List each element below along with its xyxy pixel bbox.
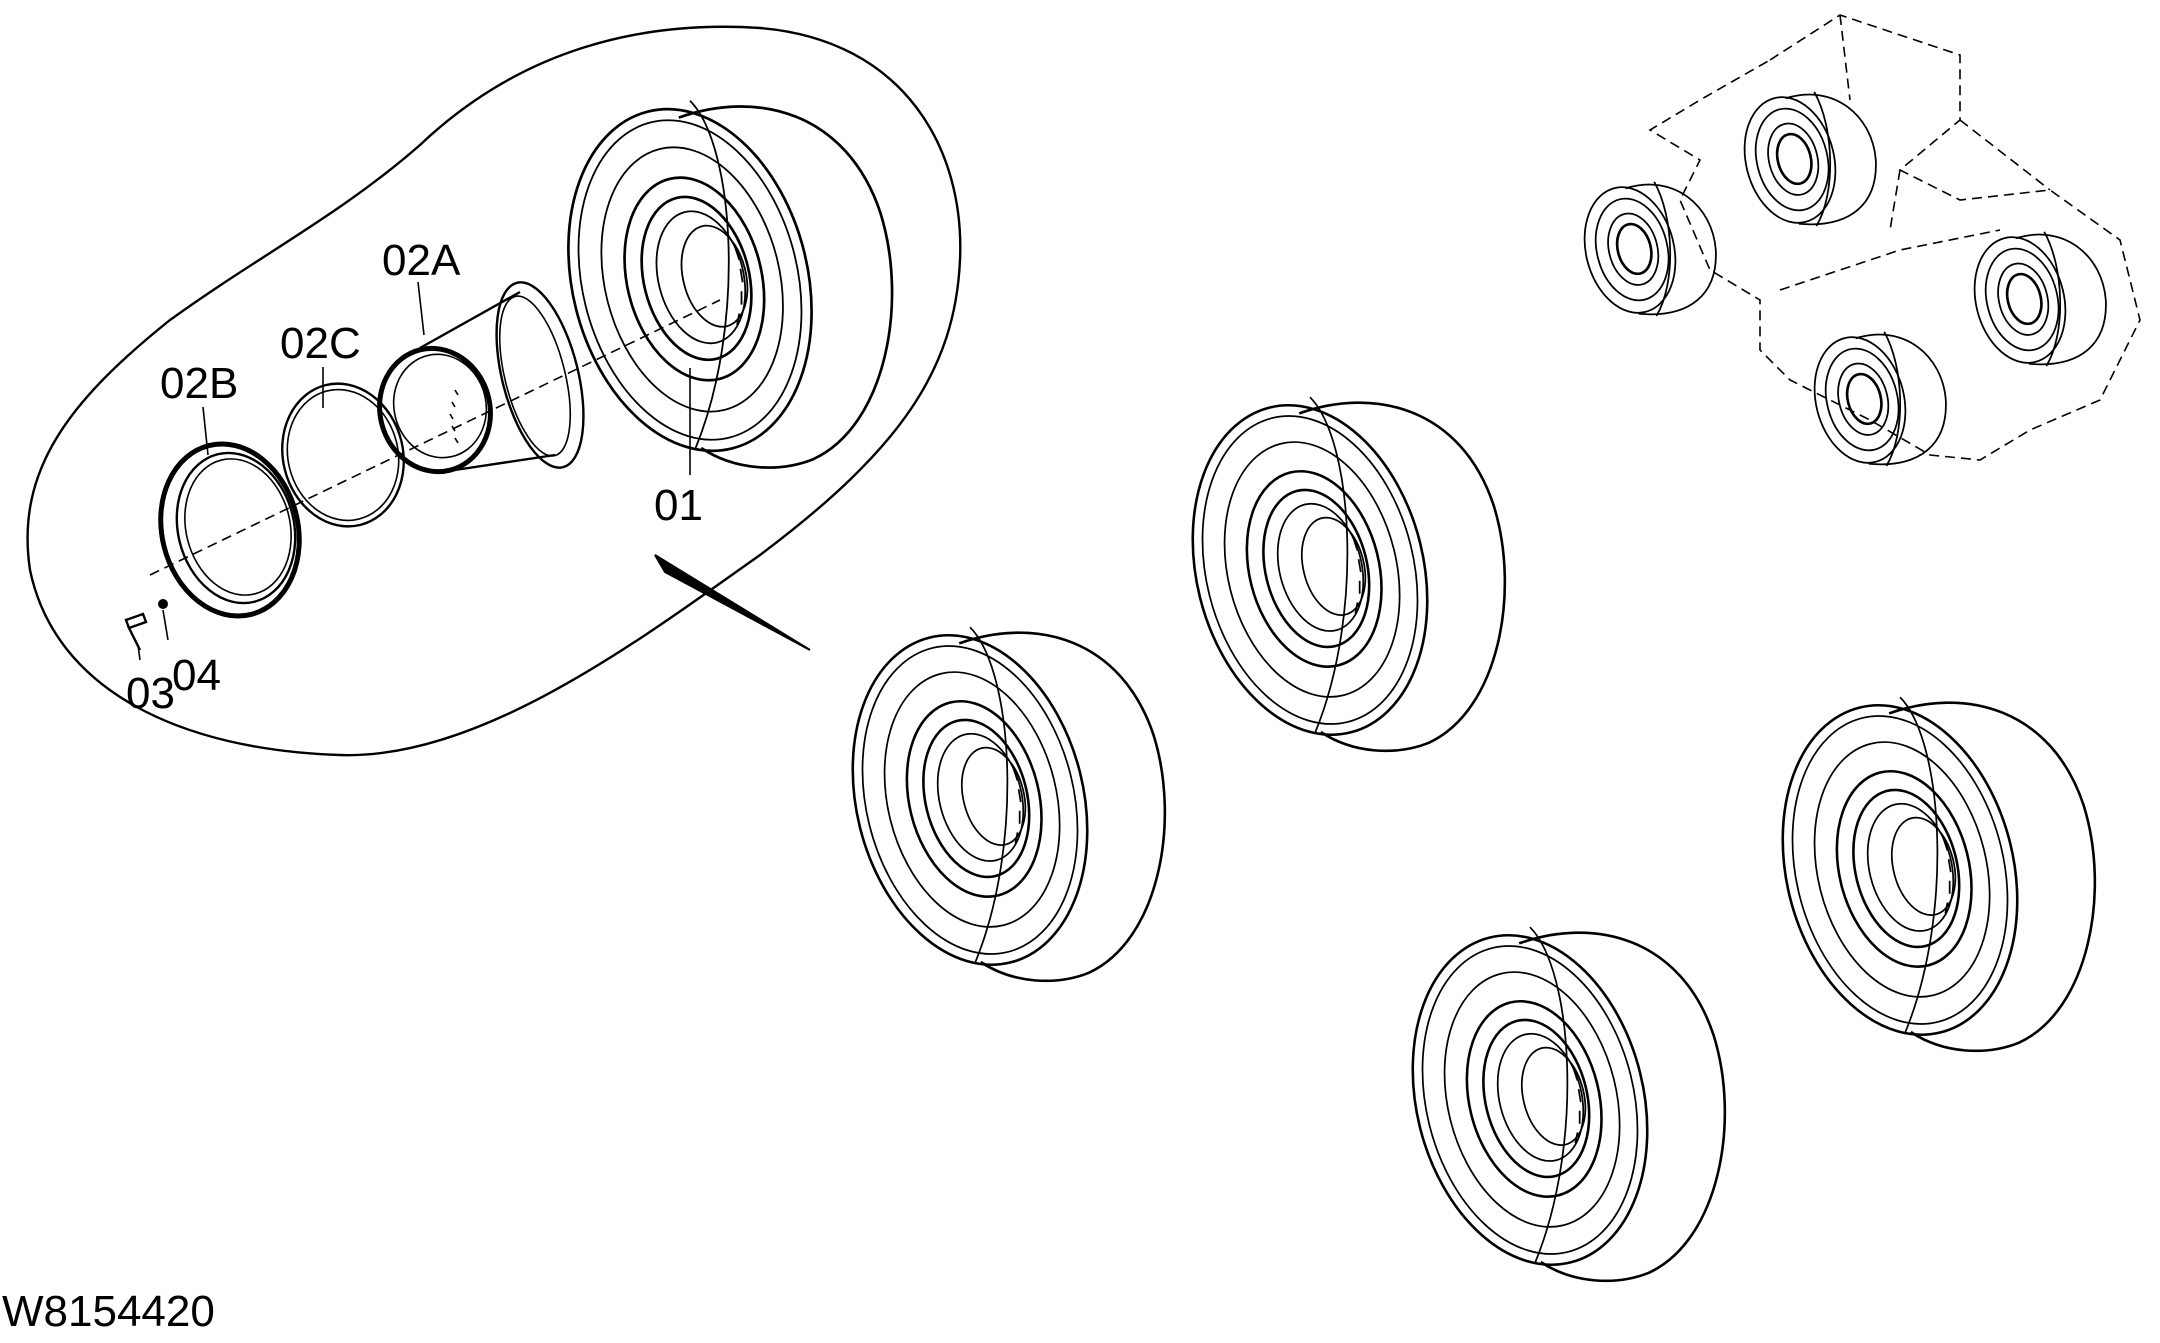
part-02b-lock-ring	[158, 441, 302, 619]
part-02c-o-ring	[281, 382, 405, 528]
tire-front-left	[818, 608, 1167, 992]
callout-04: 04	[172, 651, 221, 700]
callout-01: 01	[654, 481, 703, 530]
tire-rear-left	[1158, 378, 1507, 762]
part-04-washer	[158, 599, 168, 609]
part-01-tire	[532, 81, 894, 479]
callout-02b: 02B	[160, 359, 238, 408]
callout-02c: 02C	[280, 319, 361, 368]
exploded-view-outline	[26, 25, 962, 757]
tire-rear-right	[1748, 678, 2097, 1062]
part-03-bolt	[124, 612, 148, 651]
leader-lines	[137, 281, 691, 661]
part-02a-rim	[377, 281, 585, 475]
machine-location-thumbnail	[1570, 14, 2141, 474]
callout-03: 03	[126, 669, 175, 718]
tire-front-right	[1378, 908, 1727, 1292]
assembly-axis-line	[149, 299, 721, 576]
callout-02a: 02A	[382, 236, 461, 285]
exploded-view-pointer	[654, 554, 811, 651]
drawing-code: W8154420	[2, 1287, 215, 1336]
